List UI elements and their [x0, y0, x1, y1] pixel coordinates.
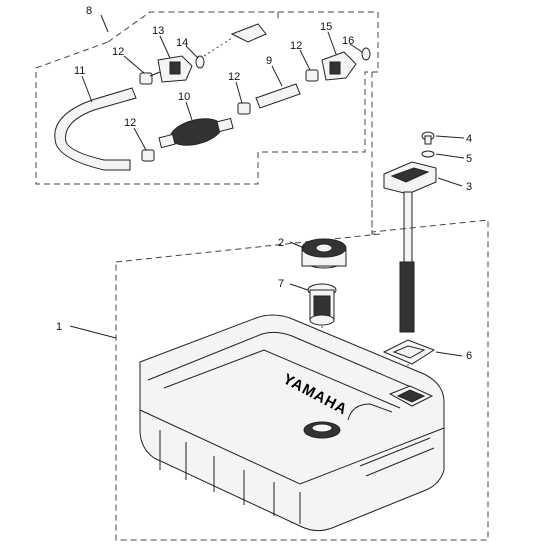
- leader-5: [435, 153, 465, 159]
- fuel-connector-13: [149, 55, 193, 83]
- leader-7: [289, 283, 309, 291]
- o-ring-14: [195, 55, 205, 69]
- leader-12-d: [299, 49, 311, 71]
- hose-clamp-12-d: [305, 69, 319, 82]
- callout-4: 4: [466, 133, 472, 145]
- leader-12-b: [133, 127, 147, 151]
- callout-14: 14: [176, 37, 188, 49]
- primer-bulb-10: [158, 117, 234, 149]
- fuel-tank-group: 1 2 7 6: [56, 72, 489, 541]
- hose-clamp-12-a: [139, 72, 153, 85]
- bolt-4: [421, 131, 435, 145]
- alignment-line-14: [203, 37, 233, 57]
- leader-10: [185, 101, 193, 121]
- callout-10: 10: [178, 91, 190, 103]
- callout-16: 16: [342, 35, 354, 47]
- leader-9: [271, 65, 283, 87]
- fuel-connector-15: [321, 51, 357, 81]
- callout-11: 11: [74, 65, 85, 77]
- fuel-hose-11: [54, 87, 137, 171]
- fuel-tank-body: YAMAHA: [139, 314, 445, 532]
- hose-clamp-12-b: [141, 149, 155, 162]
- fuel-line-assembly-group: 8 11 12 12 12 12 13 14: [35, 5, 379, 185]
- leader-4: [435, 135, 465, 139]
- fuel-hose-9: [255, 83, 301, 109]
- group-1-border-top: [115, 72, 381, 263]
- hose-clamp-12-c: [237, 102, 251, 115]
- leader-2: [289, 241, 305, 249]
- leader-3: [437, 177, 463, 187]
- callout-15: 15: [320, 21, 332, 33]
- washer-5: [421, 150, 435, 158]
- callout-13: 13: [152, 25, 164, 37]
- callout-3: 3: [466, 181, 472, 193]
- leader-16: [349, 43, 363, 53]
- callout-12-b: 12: [124, 117, 136, 129]
- callout-6: 6: [466, 350, 472, 362]
- leader-15: [327, 31, 337, 55]
- leader-12-c: [235, 81, 243, 104]
- leader-13: [159, 35, 171, 59]
- callout-12-a: 12: [112, 46, 124, 58]
- leader-8: [100, 14, 109, 33]
- o-ring-16: [361, 47, 371, 61]
- group-8-border-top: [107, 11, 279, 43]
- callout-12-d: 12: [290, 40, 302, 52]
- callout-5: 5: [466, 153, 472, 165]
- leader-14: [185, 45, 199, 59]
- gasket-6: [382, 339, 436, 365]
- callout-9: 9: [266, 55, 272, 67]
- callout-7: 7: [278, 278, 284, 290]
- callout-8: 8: [86, 5, 92, 17]
- group-8-border: [35, 11, 379, 185]
- strainer-7: [307, 283, 337, 326]
- leader-12-a: [123, 55, 145, 74]
- leader-1: [69, 325, 117, 339]
- fuel-gauge-3: [383, 161, 437, 333]
- callout-2: 2: [278, 237, 284, 249]
- leader-6: [435, 351, 463, 357]
- leader-11: [81, 75, 93, 103]
- callout-1: 1: [56, 321, 62, 333]
- engine-side-connector: [230, 23, 267, 43]
- fuel-cap-2: [301, 238, 347, 269]
- callout-12-c: 12: [228, 71, 240, 83]
- group-1-border: [115, 180, 489, 541]
